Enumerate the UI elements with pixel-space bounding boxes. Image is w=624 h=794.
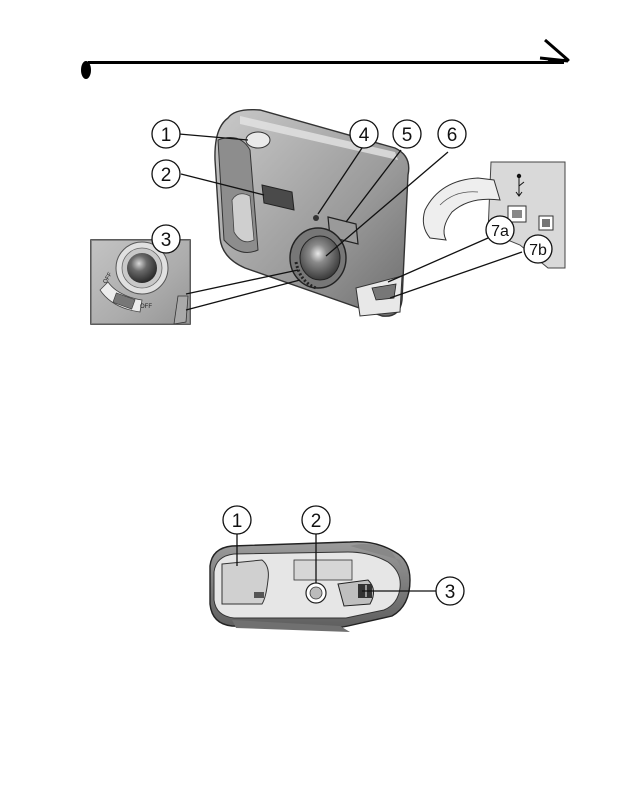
callout-front-3: 3 bbox=[152, 225, 180, 253]
camera-bottom-illustration bbox=[210, 542, 410, 632]
svg-text:7a: 7a bbox=[491, 223, 509, 240]
callout-bottom-2: 2 bbox=[302, 506, 330, 534]
callout-front-5: 5 bbox=[393, 120, 421, 148]
svg-text:3: 3 bbox=[445, 582, 456, 603]
svg-text:6: 6 bbox=[447, 125, 458, 146]
svg-text:4: 4 bbox=[359, 125, 370, 146]
callout-front-2: 2 bbox=[152, 160, 180, 188]
svg-text:2: 2 bbox=[311, 511, 322, 532]
callout-front-7b: 7b bbox=[524, 235, 552, 263]
svg-text:7b: 7b bbox=[529, 242, 547, 259]
callout-bottom-1: 1 bbox=[223, 506, 251, 534]
inset-power-switch: OFF OFF bbox=[91, 240, 190, 324]
header-rule bbox=[81, 40, 568, 79]
callout-front-1: 1 bbox=[152, 120, 180, 148]
callout-front-6: 6 bbox=[438, 120, 466, 148]
callout-bottom-3: 3 bbox=[436, 577, 464, 605]
svg-text:1: 1 bbox=[232, 511, 243, 532]
switch-label-right: OFF bbox=[140, 304, 152, 310]
svg-text:5: 5 bbox=[402, 125, 413, 146]
callout-front-4: 4 bbox=[350, 120, 378, 148]
svg-text:1: 1 bbox=[161, 125, 172, 146]
svg-text:2: 2 bbox=[161, 165, 172, 186]
camera-front-illustration bbox=[215, 110, 409, 317]
callout-front-7a: 7a bbox=[486, 216, 514, 244]
svg-text:3: 3 bbox=[161, 230, 172, 251]
